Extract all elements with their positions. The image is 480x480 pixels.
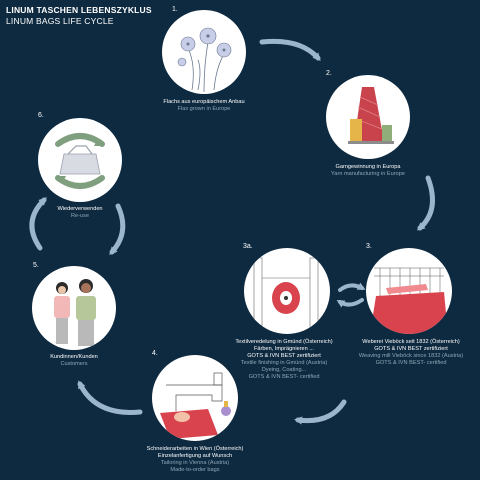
step-3a-en-cert: GOTS & IVN BEST- certified	[248, 374, 320, 380]
step-3-cert: GOTS & IVN BEST zertifiziert	[374, 346, 448, 352]
reuse-bag-icon	[55, 133, 105, 189]
step-2-image	[326, 75, 410, 159]
step-3a-cert: GOTS & IVN BEST zertifiziert	[247, 353, 321, 359]
step-1-subtitle: Flax grown in Europe	[177, 106, 231, 112]
step-3-title: Weberei Vieböck seit 1832 (Österreich)	[362, 339, 460, 345]
step-5-image	[32, 266, 116, 350]
step-5-number: 5.	[33, 262, 39, 269]
step-6-number: 6.	[38, 112, 44, 119]
step-4-image	[152, 355, 238, 441]
step-3-subtitle: Weaving mill Vieböck since 1832 (Austria…	[358, 353, 464, 359]
textile-roll-icon	[253, 257, 319, 329]
step-1-title: Flachs aus europäischem Anbau	[163, 99, 245, 105]
step-4-subtitle: Tailoring in Vienna (Austria)	[160, 460, 230, 466]
step-2-title: Garngewinnung in Europa	[335, 164, 401, 170]
step-2-number: 2.	[326, 70, 332, 77]
step-3a-number: 3a.	[243, 243, 253, 250]
step-3-label: Weberei Vieböck seit 1832 (Österreich) G…	[344, 339, 478, 367]
step-1-label: Flachs aus europäischem Anbau Flax grown…	[132, 99, 276, 113]
arrow-3-3a-top	[338, 282, 366, 292]
step-3-en-cert: GOTS & IVN BEST- certified	[375, 360, 447, 366]
step-6-label: Wiederverwenden Re-use	[16, 206, 144, 220]
step-3a-subtitle-2: Dyeing, Coating...	[261, 367, 307, 373]
step-4-subtitle-2: Made-to-order bags	[170, 467, 220, 473]
step-3-image	[366, 248, 452, 334]
step-6-image	[38, 118, 122, 202]
arrow-2-to-3	[417, 175, 435, 231]
step-3-number: 3.	[366, 243, 372, 250]
page-title: LINUM TASCHEN LEBENSZYKLUS	[6, 5, 152, 15]
step-5-subtitle: Customers	[60, 361, 88, 367]
arrow-6-to-5	[109, 203, 126, 255]
customers-icon	[54, 279, 96, 346]
step-3a-subtitle: Textile finishing in Gmünd (Austria)	[240, 360, 328, 366]
arrow-3-3a-bottom	[336, 298, 364, 308]
sewing-machine-icon	[160, 372, 231, 439]
page-subtitle: LINUM BAGS LIFE CYCLE	[6, 16, 114, 26]
step-2-subtitle: Yarn manufacturing in Europe	[331, 171, 405, 177]
step-4-title-2: Einzelanfertigung auf Wunsch	[157, 453, 233, 459]
step-1-number: 1.	[172, 6, 178, 13]
step-3a-title: Textilveredelung in Gmünd (Österreich)	[235, 339, 333, 345]
step-3a-label: Textilveredelung in Gmünd (Österreich) F…	[216, 339, 352, 381]
step-5-title: Kundinnen/Kunden	[50, 354, 98, 360]
yarn-spools-icon	[348, 87, 394, 144]
step-6-subtitle: Re-use	[70, 213, 90, 219]
step-4-title: Schneiderarbeiten in Wien (Österreich)	[146, 446, 244, 452]
step-5-label: Kundinnen/Kunden Customers	[8, 354, 140, 368]
step-2-label: Garngewinnung in Europa Yarn manufacturi…	[302, 164, 434, 178]
arrow-5-to-6	[29, 197, 47, 251]
step-1-image	[162, 10, 246, 94]
arrow-3-to-4	[294, 399, 347, 425]
step-4-label: Schneiderarbeiten in Wien (Österreich) E…	[122, 446, 268, 474]
step-6-title: Wiederverwenden	[57, 206, 103, 212]
arrow-4-to-5	[77, 380, 143, 415]
step-3a-title-2: Färben, Imprägnieren ...	[253, 346, 314, 352]
step-3a-image	[244, 248, 330, 334]
flax-flowers-icon	[177, 27, 232, 93]
step-4-number: 4.	[152, 350, 158, 357]
weaving-loom-icon	[370, 267, 448, 334]
arrow-1-to-2	[259, 38, 321, 61]
